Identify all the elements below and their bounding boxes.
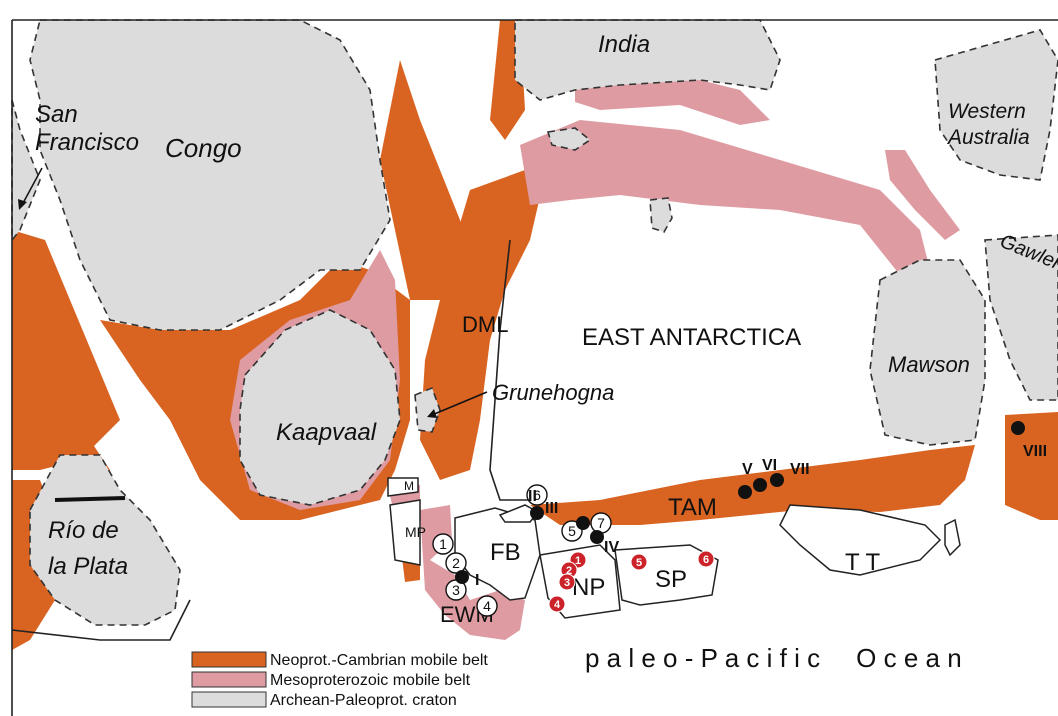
site-red-marker-3 (558, 573, 576, 591)
site-roman-marker-IV (590, 530, 604, 544)
site-open-marker-1 (432, 533, 454, 555)
label-dml: DML (462, 312, 508, 337)
legend-swatch-craton (191, 691, 267, 708)
belt-dml (420, 170, 545, 480)
arrow-grunehogna (431, 391, 488, 416)
label-sp: SP (655, 566, 687, 593)
site-open-marker-label-5: 5 (568, 523, 576, 539)
craton-congo (29, 19, 391, 331)
site-roman-marker-label-VII: VII (790, 461, 810, 478)
label-fb: FB (490, 539, 521, 566)
legend-swatch-neoprot (191, 651, 267, 668)
legend-swatch-meso (191, 671, 267, 688)
craton-antarctic-islet (649, 197, 673, 233)
meso-india-south (575, 80, 770, 125)
craton-grunehogna (414, 386, 441, 433)
block-tt (779, 504, 942, 576)
label-tam: TAM (668, 494, 717, 521)
craton-rio-de-la-plata (29, 454, 181, 626)
site-roman-marker-II (530, 506, 544, 520)
black-bar-rio (54, 496, 126, 502)
block-m (387, 477, 419, 497)
label-east-antarctica: EAST ANTARCTICA (582, 324, 801, 351)
craton-india-islet (546, 127, 592, 151)
site-red-marker-4 (548, 595, 566, 613)
site-roman-marker-label-II: II (528, 488, 537, 505)
arrow-grunehogna-head (427, 409, 437, 418)
site-roman-marker-VIII (1011, 421, 1025, 435)
block-mp (389, 499, 421, 566)
antarctic-coastline (489, 239, 530, 501)
site-roman-marker-VI (753, 478, 767, 492)
site-red-marker-label-2: 2 (566, 565, 572, 577)
label-congo: Congo (165, 133, 242, 163)
craton-kaapvaal (239, 309, 401, 506)
belt-far-east (1005, 412, 1058, 520)
meso-india-antarctica (520, 120, 930, 275)
site-red-marker-label-4: 4 (554, 599, 561, 611)
site-open-marker-label-1: 1 (439, 536, 447, 552)
site-roman-marker-III (576, 516, 590, 530)
site-open-marker-label-6: 6 (533, 487, 541, 503)
site-open-marker-label-2: 2 (452, 555, 460, 571)
belt-west-brazil (12, 230, 120, 470)
cratons (11, 19, 1058, 626)
label-m: M (404, 479, 414, 493)
label-mp: MP (405, 524, 426, 540)
crustal-blocks (11, 19, 1058, 716)
label-kaapvaal: Kaapvaal (276, 419, 377, 446)
site-roman-marker-label-VIII: VIII (1023, 443, 1047, 460)
craton-mawson (869, 259, 986, 446)
site-roman-marker-label-VI: VI (762, 457, 777, 474)
legend-label-meso: Mesoproterozoic mobile belt (270, 672, 471, 689)
arrow-san-francisco-head (18, 199, 27, 210)
site-roman-marker-label-I: I (475, 572, 479, 589)
site-open-marker-label-4: 4 (483, 598, 491, 614)
site-red-marker-label-1: 1 (575, 555, 581, 567)
site-open-marker-label-3: 3 (452, 582, 460, 598)
label-tt: T T (845, 549, 880, 576)
site-open-marker-6 (526, 484, 548, 506)
site-red-marker-5 (630, 553, 648, 571)
site-roman-marker-label-V: V (742, 461, 753, 478)
legend-label-craton: Archean-Paleoprot. craton (270, 692, 457, 709)
site-red-marker-label-6: 6 (703, 554, 709, 566)
label-grunehogna: Grunehogna (492, 380, 614, 405)
site-red-marker-label-5: 5 (636, 557, 642, 569)
site-red-marker-6 (697, 550, 715, 568)
label-mawson: Mawson (888, 352, 970, 377)
craton-gawler (984, 234, 1058, 401)
site-open-marker-2 (445, 552, 467, 574)
site-open-marker-4 (476, 595, 498, 617)
legend: Neoprot.-Cambrian mobile belt Mesoproter… (191, 651, 488, 709)
legend-label-neoprot: Neoprot.-Cambrian mobile belt (270, 652, 488, 669)
block-islet-b (944, 518, 961, 557)
craton-western-australia (934, 29, 1058, 181)
site-open-marker-label-7: 7 (597, 515, 605, 531)
site-roman-marker-label-III: III (545, 500, 558, 517)
arrow-san-francisco (21, 167, 43, 206)
site-roman-marker-I (455, 570, 469, 584)
site-roman-marker-V (738, 485, 752, 499)
belt-tam (530, 445, 975, 525)
label-india: India (598, 31, 650, 58)
belt-congo-east (380, 60, 470, 300)
label-np: NP (572, 574, 605, 601)
meso-western-australia (885, 150, 960, 240)
site-red-marker-label-3: 3 (564, 577, 570, 589)
site-roman-marker-VII (770, 473, 784, 487)
frame-border (11, 19, 1058, 716)
pointer-arrows (18, 167, 488, 418)
south-america-coastline (11, 599, 191, 641)
label-ocean: p a l e o - P a c i f i c O c e a n (585, 643, 962, 673)
site-roman-marker-label-IV: IV (604, 539, 619, 556)
craton-india (514, 19, 781, 101)
